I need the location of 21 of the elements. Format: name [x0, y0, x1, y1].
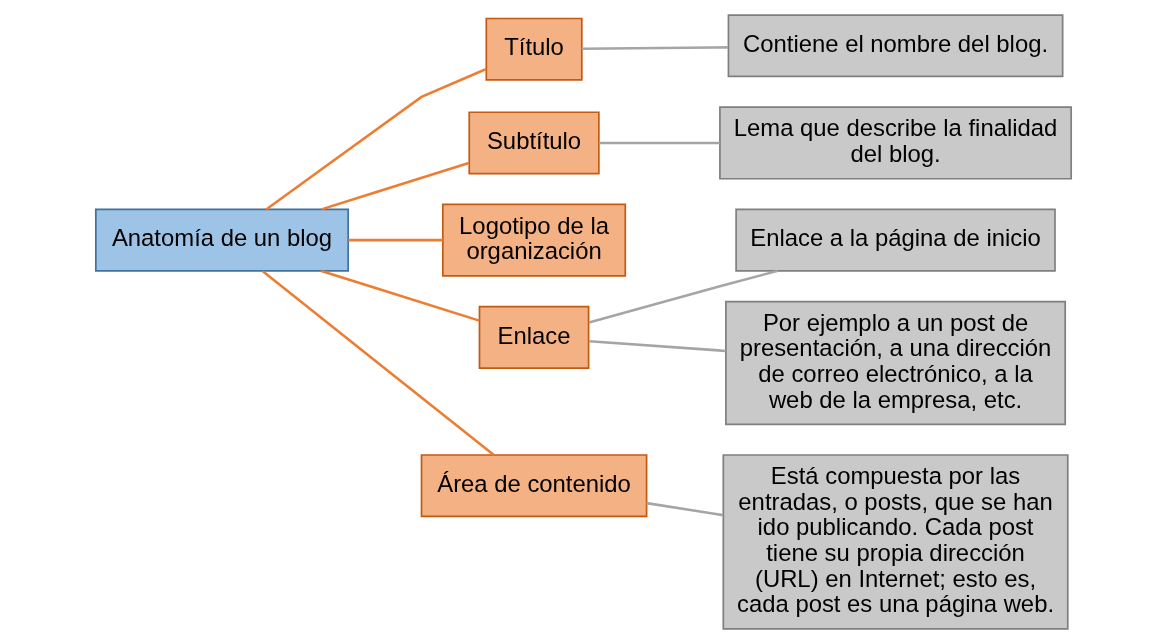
node-box: Enlace a la página de inicio: [734, 208, 1056, 272]
node-box: Está compuesta por las entradas, o posts, que se han ido publicando. Cada post tiene su propia dirección (URL) en Internet; esto es, cada post es una página web.: [721, 454, 1069, 630]
node-box: Anatomía de un blog: [94, 208, 349, 272]
node-box: Contiene el nombre del blog.: [727, 14, 1063, 78]
connector: [320, 161, 469, 211]
node-box: Enlace: [478, 305, 589, 369]
connector: [261, 270, 494, 456]
node-box: Subtítulo: [467, 111, 600, 175]
node-box: Lema que describe la finalidad del blog.: [718, 106, 1072, 180]
node-box: Título: [484, 17, 583, 81]
connector: [588, 339, 726, 353]
node-box: Logotipo de la organización: [441, 203, 626, 277]
connector: [645, 501, 723, 517]
connector: [264, 67, 486, 211]
node-box: Por ejemplo a un post de presentación, a una dirección de correo electrónico, a la web de la empresa, etc.: [724, 300, 1066, 426]
node-box: Área de contenido: [420, 454, 647, 518]
connector: [588, 269, 778, 324]
connector: [347, 238, 443, 242]
connector: [581, 46, 728, 50]
connector: [320, 269, 480, 322]
connector: [598, 141, 720, 145]
